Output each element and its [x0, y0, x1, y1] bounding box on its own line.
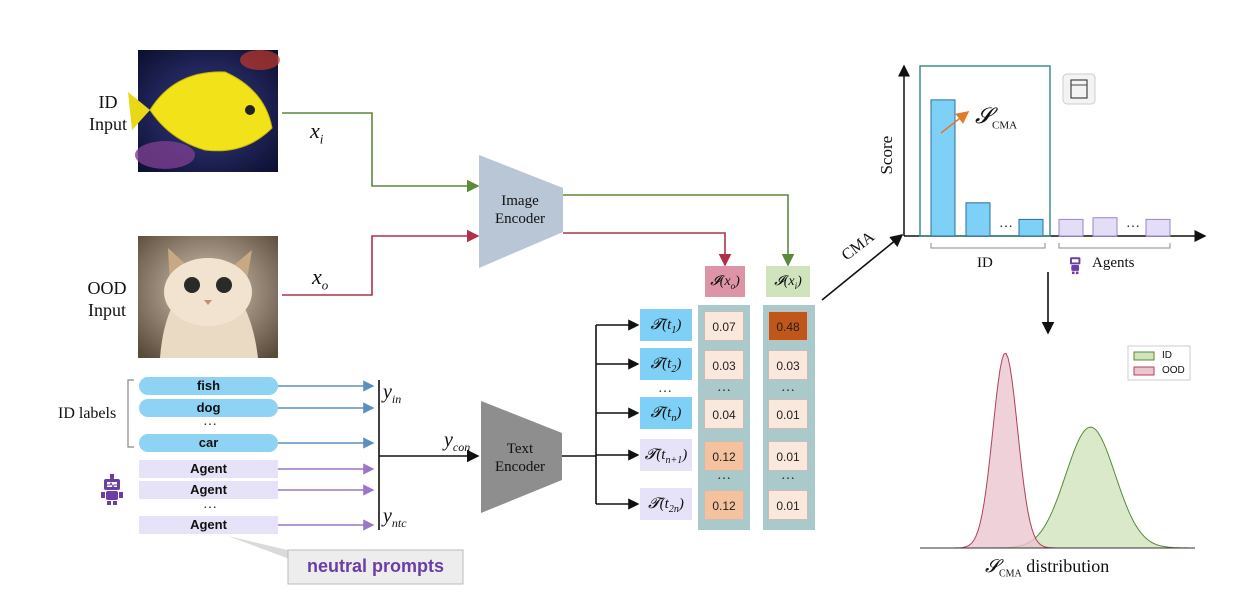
neutral-prompts-label: neutral prompts — [306, 556, 444, 576]
agents-group-label: Agents — [1092, 255, 1135, 271]
agents-group-bracket — [1058, 243, 1171, 249]
calculator-icon — [1062, 73, 1096, 105]
id-labels-group-label: ID labels — [58, 405, 117, 422]
text-feature-1: 𝓣(t1) — [640, 309, 692, 341]
score-id-n: 0.01 — [768, 399, 808, 429]
text-encoder-shape — [481, 401, 562, 513]
y-con-symbol: ycon — [444, 429, 471, 454]
score-bar-chart — [898, 64, 1207, 335]
score-ood-2n: 0.12 — [704, 490, 744, 520]
s-cma-annotation: 𝓢CMA — [975, 103, 1018, 132]
legend-id-swatch — [1133, 351, 1155, 361]
text-feature-n1: 𝓣(tn+1) — [640, 439, 692, 471]
id-labels-bracket — [127, 379, 134, 448]
x-o-symbol: xo — [312, 264, 329, 293]
text-feature-ellipsis: … — [658, 381, 672, 396]
agent-ellipsis: … — [203, 497, 217, 512]
agent-prompt-3: Agent — [139, 516, 278, 534]
id-bar-ellipsis: … — [999, 216, 1013, 231]
id-group-label: ID — [977, 255, 993, 271]
score-id-n1: 0.01 — [768, 441, 808, 471]
header-ood-bg — [705, 266, 745, 297]
score-id-ellipsis-1: … — [781, 380, 795, 395]
header-image-id: 𝓘(xi) — [774, 274, 802, 291]
agent-bar-1 — [1058, 218, 1084, 237]
agent-bar-2 — [1092, 217, 1118, 237]
legend-ood-label: OOD — [1162, 365, 1185, 376]
label-fish: fish — [139, 377, 278, 395]
agent-prompt-2: Agent — [139, 481, 278, 499]
distribution-chart — [920, 345, 1195, 549]
fish-image — [128, 50, 280, 172]
text-encoder-label: Text Encoder — [495, 441, 545, 475]
y-ntc-symbol: yntc — [383, 505, 407, 530]
score-ood-ellipsis-2: … — [717, 468, 731, 483]
id-bar-1 — [930, 99, 956, 237]
image-encoder-label: Image Encoder — [495, 193, 545, 227]
x-i-symbol: xi — [310, 118, 324, 147]
agents-robot-icon — [1070, 257, 1081, 275]
distribution-x-label: 𝓢CMA distribution — [985, 556, 1110, 580]
agent-prompt-1: Agent — [139, 460, 278, 478]
label-car: car — [139, 434, 278, 452]
calculator-icon-body — [1070, 79, 1088, 99]
id-input-label: ID Input — [89, 92, 127, 134]
score-id-2n: 0.01 — [768, 490, 808, 520]
text-feature-2n: 𝓣(t2n) — [640, 488, 692, 520]
agent-bar-3 — [1145, 218, 1171, 237]
score-axis-label: Score — [877, 135, 897, 175]
text-feature-2: 𝓣(t2) — [640, 348, 692, 380]
text-feature-n: 𝓣(tn) — [640, 397, 692, 429]
header-id-bg — [766, 266, 810, 297]
score-id-ellipsis-2: … — [781, 468, 795, 483]
cat-image — [138, 236, 278, 358]
annotation-arrow — [940, 111, 970, 134]
header-image-ood: 𝓘(xo) — [710, 274, 740, 291]
label-ellipsis: … — [203, 414, 217, 429]
ood-input-label: OOD Input — [87, 278, 127, 320]
legend-ood-swatch — [1133, 366, 1155, 376]
score-ood-n1: 0.12 — [704, 441, 744, 471]
id-bar-3 — [1018, 218, 1044, 237]
density-id — [920, 426, 1195, 549]
score-ood-2: 0.03 — [704, 350, 744, 380]
neutral-prompts-box — [287, 549, 464, 585]
id-group-bracket — [930, 243, 1046, 249]
score-ood-1: 0.07 — [704, 311, 744, 341]
robot-icon — [101, 474, 123, 505]
callout-pointer — [228, 536, 300, 563]
score-id-2: 0.03 — [768, 350, 808, 380]
id-bar-2 — [965, 202, 991, 237]
agent-bar-ellipsis: … — [1126, 216, 1140, 231]
score-ood-n: 0.04 — [704, 399, 744, 429]
y-in-symbol: yin — [383, 381, 402, 406]
legend-id-label: ID — [1162, 350, 1172, 361]
score-ood-ellipsis-1: … — [717, 380, 731, 395]
image-encoder-shape — [479, 155, 563, 268]
score-id-1: 0.48 — [768, 311, 808, 341]
label-dog: dog — [139, 399, 278, 417]
